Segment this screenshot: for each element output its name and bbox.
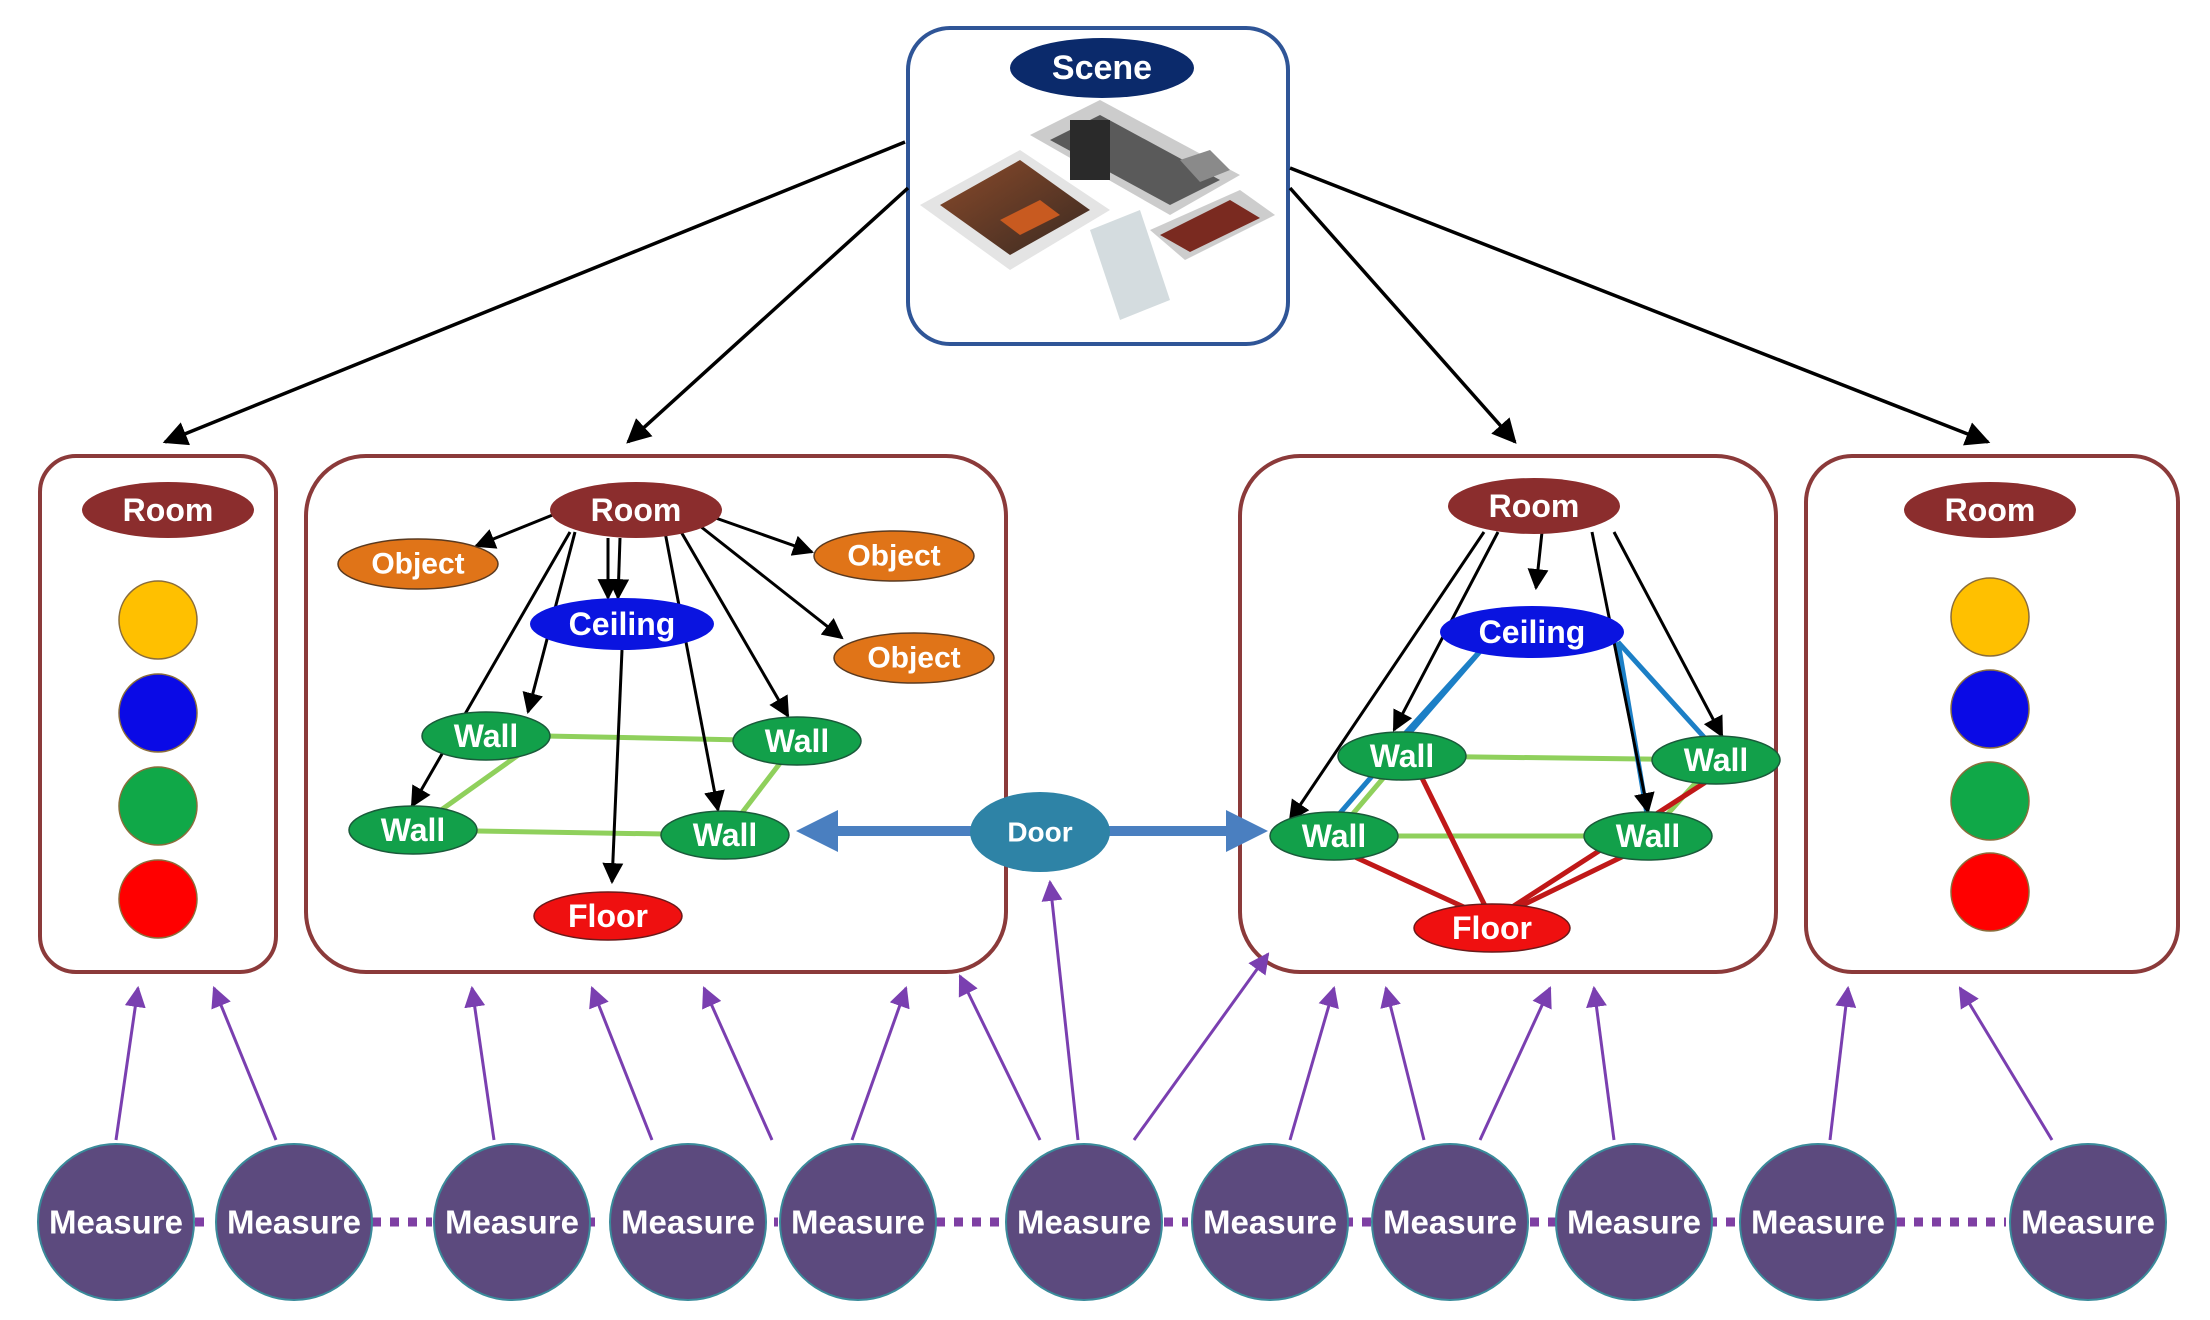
measure-nodes: Measure Measure Measure Measure Measure Measu…	[37, 1143, 2167, 1301]
measure-node: Measure	[609, 1143, 767, 1301]
room-4-circle-blue	[1950, 669, 2030, 749]
wall-label: Wall	[381, 812, 446, 848]
room-4-circle-yellow	[1950, 577, 2030, 657]
scene-thumbnail	[920, 100, 1275, 320]
measure-label: Measure	[1751, 1204, 1885, 1241]
measure-label: Measure	[445, 1204, 579, 1241]
measure-label: Measure	[621, 1204, 755, 1241]
ceiling-label-room-3: Ceiling	[1479, 614, 1586, 650]
wall-label: Wall	[1370, 738, 1435, 774]
room-1-circle-green	[118, 766, 198, 846]
wall-node-room-2-a: Wall	[421, 711, 551, 761]
wall-node-room-2-b: Wall	[732, 716, 862, 766]
edge-scene-room-2	[626, 186, 910, 444]
measure-label: Measure	[791, 1204, 925, 1241]
edge-scene-room-3	[1288, 186, 1517, 444]
scene-node: Scene	[1010, 38, 1194, 98]
measure-node: Measure	[215, 1143, 373, 1301]
room-1-circle-blue	[118, 673, 198, 753]
measure-label: Measure	[227, 1204, 361, 1241]
measure-label: Measure	[1203, 1204, 1337, 1241]
room-label-2: Room	[591, 492, 682, 528]
wall-label: Wall	[693, 817, 758, 853]
wall-node-room-3-a: Wall	[1337, 731, 1467, 781]
room-node-1: Room	[82, 482, 254, 538]
measure-node: Measure	[1555, 1143, 1713, 1301]
room-1-circle-red	[118, 859, 198, 939]
room-node-2: Room	[550, 482, 722, 538]
room-label-4: Room	[1945, 492, 2036, 528]
room-4-circle-red	[1950, 852, 2030, 932]
room-node-3: Room	[1448, 478, 1620, 534]
object-label-2: Object	[847, 540, 940, 573]
measure-label: Measure	[2021, 1204, 2155, 1241]
floor-node-room-2: Floor	[533, 891, 683, 941]
room-1-circle-yellow	[118, 580, 198, 660]
door-node: Door	[970, 792, 1110, 872]
edge-scene-room-1	[162, 140, 906, 446]
measure-node: Measure	[1739, 1143, 1897, 1301]
scene-frame	[906, 26, 1290, 346]
floor-node-room-3: Floor	[1413, 903, 1571, 953]
measure-node: Measure	[1005, 1143, 1163, 1301]
object-node-1: Object	[337, 538, 499, 590]
object-label-3: Object	[867, 642, 960, 675]
wall-node-room-3-b: Wall	[1651, 735, 1781, 785]
wall-label: Wall	[765, 723, 830, 759]
measure-label: Measure	[49, 1204, 183, 1241]
wall-node-room-2-d: Wall	[660, 810, 790, 860]
wall-node-room-2-c: Wall	[348, 805, 478, 855]
scene-label: Scene	[1052, 49, 1152, 87]
edge-scene-room-4	[1289, 166, 1991, 446]
wall-label: Wall	[1684, 742, 1749, 778]
scene-to-room-edges	[162, 140, 1991, 446]
object-node-3: Object	[833, 632, 995, 684]
wall-label: Wall	[1616, 818, 1681, 854]
door-label: Door	[1007, 817, 1072, 848]
wall-node-room-3-d: Wall	[1583, 811, 1713, 861]
room-4-circle-green	[1950, 761, 2030, 841]
object-label-1: Object	[371, 548, 464, 581]
floor-label-room-2: Floor	[568, 898, 648, 934]
measure-node: Measure	[1191, 1143, 1349, 1301]
room-label-3: Room	[1489, 488, 1580, 524]
measure-node: Measure	[779, 1143, 937, 1301]
wall-label: Wall	[1302, 818, 1367, 854]
ceiling-node-room-2: Ceiling	[530, 598, 714, 650]
object-node-2: Object	[813, 530, 975, 582]
ceiling-node-room-3: Ceiling	[1440, 606, 1624, 658]
room-frame-3	[1238, 454, 1778, 974]
measure-edges	[114, 879, 2054, 1141]
measure-node: Measure	[2009, 1143, 2167, 1301]
room-label-1: Room	[123, 492, 214, 528]
door-arrow	[796, 810, 1268, 852]
floor-label-room-3: Floor	[1452, 910, 1532, 946]
wall-node-room-3-c: Wall	[1269, 811, 1399, 861]
measure-label: Measure	[1017, 1204, 1151, 1241]
ceiling-label-room-2: Ceiling	[569, 606, 676, 642]
wall-label: Wall	[454, 718, 519, 754]
measure-label: Measure	[1567, 1204, 1701, 1241]
measure-node: Measure	[1371, 1143, 1529, 1301]
room-node-4: Room	[1904, 482, 2076, 538]
measure-node: Measure	[433, 1143, 591, 1301]
measure-label: Measure	[1383, 1204, 1517, 1241]
measure-node: Measure	[37, 1143, 195, 1301]
